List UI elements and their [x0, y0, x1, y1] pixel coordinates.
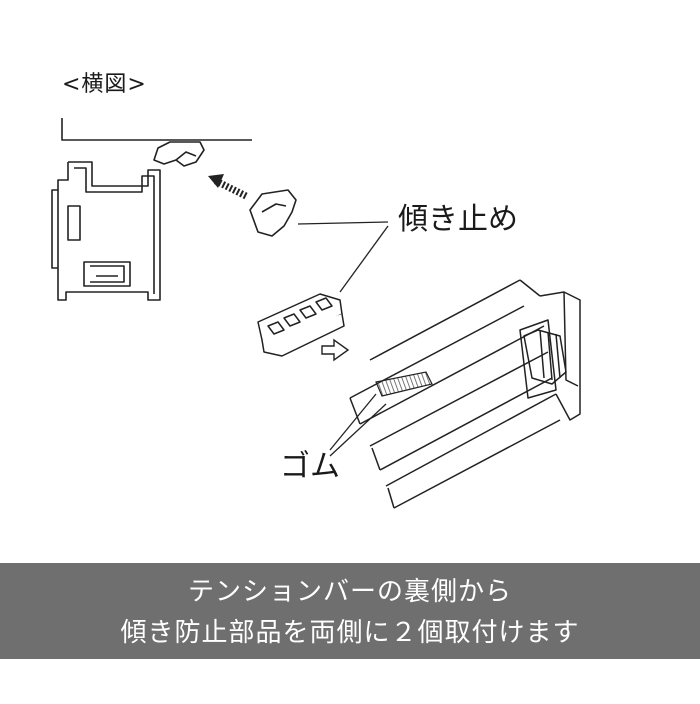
tilt-stopper-label: 傾き止め: [398, 202, 518, 237]
side-view-figure: [51, 118, 252, 301]
direction-arrow: [321, 338, 350, 362]
tilt-stopper-part-3d: [257, 293, 345, 357]
insert-arrow: [208, 174, 248, 200]
ceiling-line: [61, 118, 252, 141]
tilt-stopper-part-side: [249, 189, 297, 237]
caption-line-1: テンションバーの裏側から: [187, 577, 512, 607]
rubber-leaders: [329, 393, 387, 457]
rubber-label: ゴム: [280, 449, 340, 484]
tilt-stopper-leaders: [297, 221, 389, 293]
side-view-label: <横図>: [62, 72, 147, 97]
ceiling-clip: [153, 141, 205, 167]
rail-channel: [83, 261, 131, 287]
tension-bar: [349, 279, 581, 509]
caption-line-2: 傾き防止部品を両側に２個取付けます: [120, 618, 580, 648]
adjust-knob: [523, 329, 567, 385]
rail-profile: [51, 161, 161, 301]
end-cap: [539, 291, 581, 421]
rail-profile-inner: [74, 167, 155, 294]
caption-banner: テンションバーの裏側から 傾き防止部品を両側に２個取付けます: [0, 563, 700, 659]
rail-slot: [67, 205, 81, 241]
rubber-pad: [375, 371, 433, 397]
